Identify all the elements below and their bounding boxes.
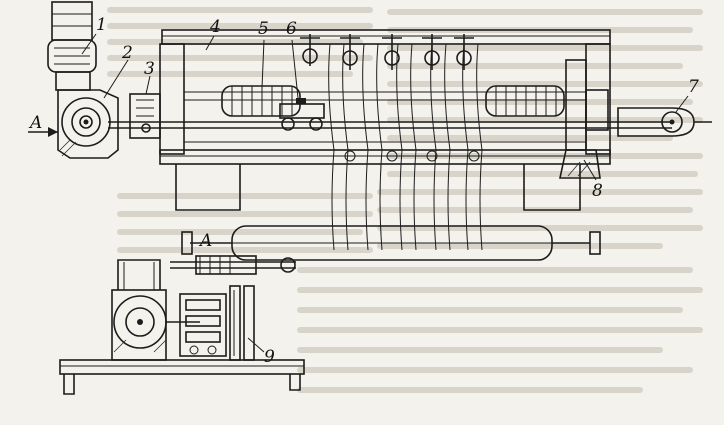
callout-3: 3 xyxy=(144,59,155,79)
tension-pulley xyxy=(617,107,712,137)
right-bracket xyxy=(559,59,609,179)
callouts: 1 2 3 4 5 6 7 8 9 A A xyxy=(28,15,699,367)
guide-rails xyxy=(108,91,672,143)
callout-4: 4 xyxy=(209,17,221,37)
callout-8: 8 xyxy=(592,181,603,201)
carriage xyxy=(279,98,325,131)
bleed-through-text xyxy=(107,7,703,393)
adjusting-screws xyxy=(300,34,480,162)
right-roller xyxy=(485,85,565,117)
callout-6: 6 xyxy=(286,19,297,39)
lower-frame xyxy=(175,164,601,261)
callout-leaders xyxy=(81,33,689,353)
drive-motor xyxy=(47,1,97,91)
callout-2: 2 xyxy=(121,43,133,63)
gear-reducer xyxy=(57,89,119,159)
view-a-section xyxy=(59,255,305,395)
callout-7: 7 xyxy=(688,77,699,97)
callout-1: 1 xyxy=(96,15,107,35)
view-a-label: A xyxy=(198,231,212,251)
left-roller xyxy=(221,85,301,117)
left-bracket xyxy=(129,93,161,139)
view-arrow-a xyxy=(28,127,58,137)
arrow-a-label: A xyxy=(28,113,42,133)
callout-5: 5 xyxy=(258,19,269,39)
film-strips xyxy=(328,43,483,251)
machine-elevation xyxy=(28,1,712,261)
callout-9: 9 xyxy=(264,347,275,367)
